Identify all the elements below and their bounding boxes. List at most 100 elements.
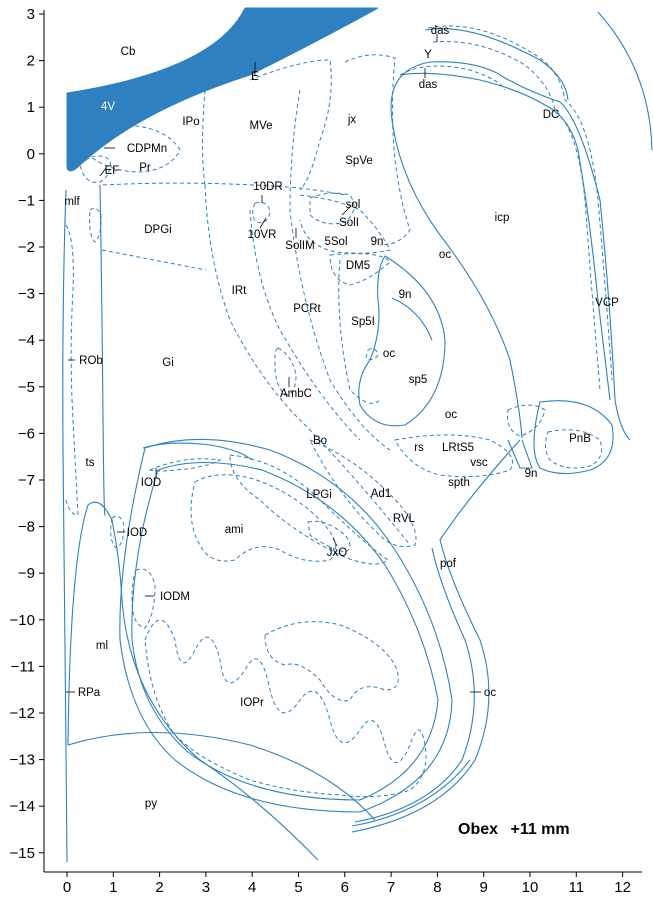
dorsal-paragigantocellular-line — [102, 182, 346, 196]
y-tick-label: −11 — [11, 658, 35, 675]
label-icp: icp — [495, 212, 510, 224]
caption-value: +11 mm — [510, 821, 569, 838]
medial-vestibular-outline — [202, 89, 206, 186]
label-9n-a: 9n — [371, 236, 384, 248]
y-tick-label: −4 — [18, 332, 35, 349]
vestibular-nuclei-outline — [249, 59, 332, 191]
spinal-trigeminal-outline — [358, 255, 446, 427]
icp-dorsal-band — [427, 25, 613, 381]
y-tick-label: 3 — [27, 6, 35, 23]
iod-lower-outline — [110, 515, 125, 549]
label-ipo: IPo — [182, 116, 199, 128]
x-tick-label: 2 — [155, 879, 163, 896]
x-tick-label: 8 — [433, 879, 441, 896]
label-4v: 4V — [101, 101, 115, 113]
iopr-inner-outline — [264, 621, 399, 702]
label-cdpmn: CDPMn — [127, 143, 167, 155]
x-tick-label: 11 — [569, 879, 585, 896]
y-tick-label: −14 — [10, 798, 35, 815]
y-tick-label: 0 — [27, 146, 35, 163]
dashed-outlines — [65, 25, 613, 798]
label-rvl: RVL — [393, 513, 416, 525]
x-tick-label: 10 — [522, 879, 539, 896]
label-jxo: JxO — [327, 547, 348, 559]
vsc-outline — [507, 404, 546, 437]
region-labels: Cb das Y das E 4V IPo MVe jx DC CDPMn Pr… — [64, 25, 619, 810]
x-tick-label: 5 — [294, 879, 302, 896]
x-tick-label: 7 — [387, 879, 395, 896]
label-gi: Gi — [162, 357, 174, 369]
dm5-outline — [329, 253, 391, 286]
label-leaders — [66, 34, 481, 693]
label-9n-c: 9n — [525, 468, 538, 480]
label-dpgi: DPGi — [144, 224, 171, 236]
lateral-pontine-margin — [390, 61, 631, 441]
y-tick-label: −10 — [10, 612, 35, 629]
gi-irt-border — [204, 184, 411, 546]
label-10vr: 10VR — [248, 229, 277, 241]
iopr-convoluted-outline — [144, 619, 427, 798]
label-5sol: 5Sol — [324, 236, 347, 248]
label-sp5i: Sp5I — [351, 316, 375, 328]
rvl-outline — [309, 439, 417, 548]
leader-10vr — [259, 217, 267, 229]
label-py: py — [145, 798, 157, 810]
inferior-olive-envelope — [119, 438, 453, 813]
spve-outline — [344, 54, 411, 246]
label-pr: Pr — [139, 162, 151, 174]
x-tick-label: 3 — [202, 879, 210, 896]
9n-root-line — [391, 297, 433, 341]
10n-dorsal-outline — [252, 201, 271, 223]
label-spth: spth — [448, 477, 470, 489]
medial-lemniscus-outline — [67, 501, 319, 861]
lrt-s5-outline — [394, 434, 513, 478]
pnb-inner-outline — [544, 429, 603, 469]
left-column-right-boundary — [99, 184, 106, 516]
label-pnb: PnB — [569, 433, 591, 445]
label-e: E — [251, 71, 259, 83]
icp-dorsal-band-inner — [432, 41, 601, 391]
9n-root-ventral — [507, 439, 533, 469]
caption-prefix: Obex — [458, 821, 498, 838]
rob-outline — [65, 224, 79, 516]
y-tick-label: −8 — [18, 519, 35, 536]
label-vsc: vsc — [470, 457, 488, 469]
y-tick-label: −1 — [18, 192, 35, 209]
label-oc-a: oc — [439, 249, 451, 261]
label-irt: IRt — [232, 285, 248, 297]
label-lpgi: LPGi — [306, 489, 332, 501]
x-tick-label: 12 — [614, 879, 631, 896]
label-ml: ml — [96, 640, 108, 652]
pyramid-top-curve — [67, 731, 376, 821]
y-tick-label: −12 — [10, 705, 35, 722]
sp5i-outline — [338, 259, 381, 404]
fourth-ventricle-fill — [66, 7, 379, 172]
ami-outline — [190, 474, 337, 562]
dorsal-cochlear-curve — [424, 28, 569, 101]
y-tick-label: 1 — [27, 99, 35, 116]
rubrospinal-outline — [142, 442, 253, 461]
irt-border — [289, 89, 391, 451]
caudal-oc-line — [351, 759, 471, 827]
label-vcp: VCP — [595, 297, 619, 309]
oc-small-outline — [365, 347, 379, 360]
cdpmn-outline — [79, 124, 181, 173]
leader-sol — [341, 206, 351, 216]
label-dm5: DM5 — [346, 260, 370, 272]
ts-lateral-outline — [101, 249, 207, 271]
y-tick-label: −2 — [18, 239, 35, 256]
label-iopr: IOPr — [240, 697, 264, 709]
leader-ef — [99, 167, 107, 177]
label-spve: SpVe — [345, 155, 373, 167]
label-ambc: AmbC — [280, 388, 312, 400]
outer-lateral-curve — [597, 11, 653, 151]
midline-boundary — [62, 189, 68, 863]
label-ad1: Ad1 — [371, 488, 391, 500]
inferior-olive-inner — [131, 462, 439, 801]
y-tick-label: 2 — [27, 53, 35, 70]
axes: 3210−1−2−3−4−5−6−7−8−9−10−11−12−13−14−15… — [10, 6, 642, 896]
label-das-top: das — [431, 25, 450, 37]
label-dc: DC — [543, 109, 560, 121]
ef-outline — [79, 155, 111, 183]
